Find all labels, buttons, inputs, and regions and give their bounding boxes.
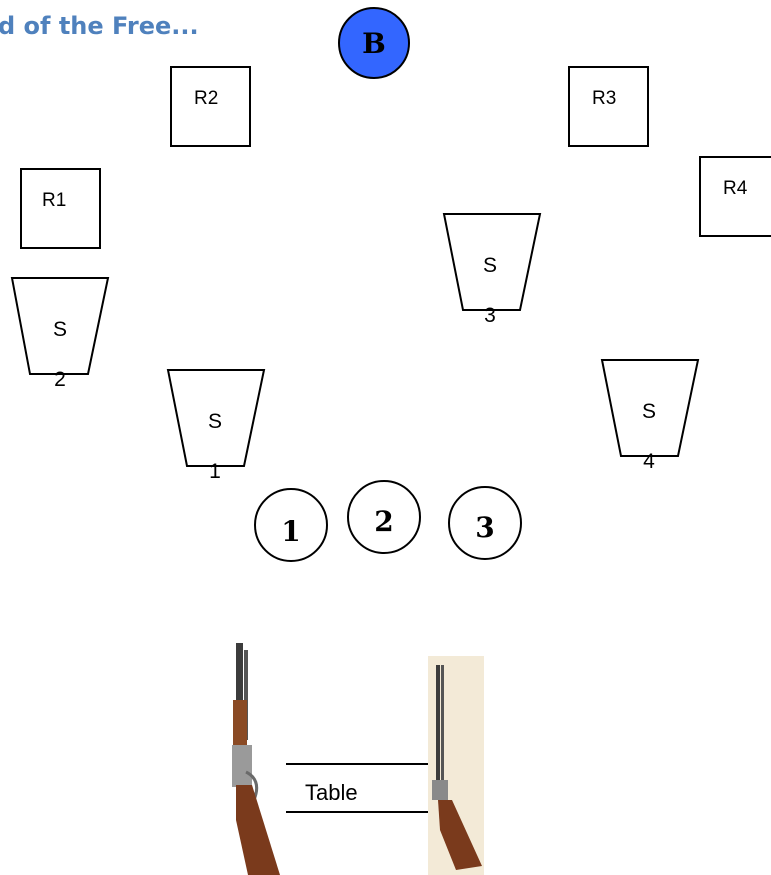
box-r4: R4 bbox=[699, 156, 771, 237]
box-r2: R2 bbox=[170, 66, 251, 147]
station-s1 bbox=[166, 369, 266, 467]
position-2-label: 2 bbox=[374, 504, 394, 538]
box-r1: R1 bbox=[20, 168, 101, 249]
station-s2 bbox=[10, 277, 110, 375]
position-2: 2 bbox=[347, 480, 421, 554]
position-1-label: 1 bbox=[281, 514, 301, 548]
box-r3-label: R3 bbox=[592, 88, 617, 109]
station-s4 bbox=[600, 359, 700, 457]
box-r1-label: R1 bbox=[42, 190, 67, 211]
box-r3: R3 bbox=[568, 66, 649, 147]
station-s3 bbox=[442, 213, 542, 311]
position-3-label: 3 bbox=[475, 510, 495, 544]
box-r2-label: R2 bbox=[194, 88, 219, 109]
double-barrel-shotgun-icon bbox=[428, 656, 484, 875]
table-label: Table bbox=[305, 780, 358, 805]
bench-label: B bbox=[362, 26, 386, 60]
position-1: 1 bbox=[254, 488, 328, 562]
box-r4-label: R4 bbox=[723, 178, 748, 199]
page-title: d of the Free... bbox=[0, 12, 199, 40]
bench-circle: B bbox=[338, 7, 410, 79]
position-3: 3 bbox=[448, 486, 522, 560]
lever-action-rifle-icon bbox=[232, 643, 280, 875]
